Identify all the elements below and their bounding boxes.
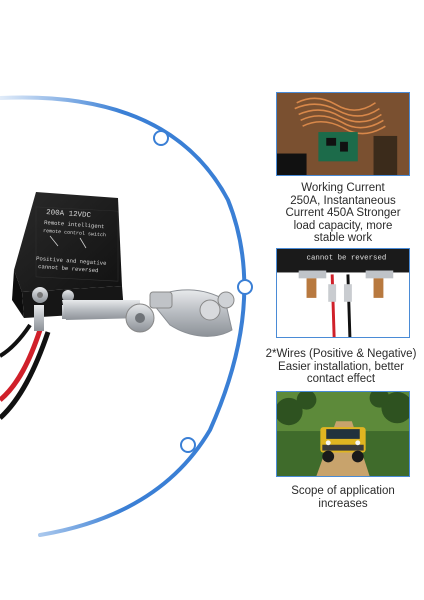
arc-dot-middle [237, 279, 253, 295]
arc-dot-bottom [180, 437, 196, 453]
feature-3-line-1: Scope of application [291, 485, 395, 497]
feature-2-line-1: 2*Wires (Positive & Negative) [265, 348, 417, 360]
terminals-photo-text: cannot be reversed [307, 255, 387, 263]
feature-1-line-5: stable work [313, 232, 373, 244]
feature-1-line-1: Working Current [301, 182, 385, 194]
offroad-vehicle-photo [277, 392, 409, 476]
feature-1-line-4: load capacity, more [293, 219, 393, 232]
feature-photo-relay-coil [276, 92, 410, 176]
relay-label-line2: Remote intelligent [44, 219, 105, 230]
feature-3-line-2: increases [318, 497, 368, 510]
relay-label: 200A 12VDC Remote intelligent remote con… [36, 209, 107, 274]
relay-label-line5: cannot be reversed [38, 263, 99, 274]
feature-photo-terminals: cannot be reversed [276, 248, 410, 338]
feature-caption-1: Working Current 250A, Instantaneous Curr… [272, 182, 414, 245]
feature-2-line-3: contact effect [306, 373, 376, 385]
red-wire [0, 329, 43, 402]
feature-photo-offroad [276, 391, 410, 477]
relay-label-line4: Positive and negative [36, 255, 107, 267]
dual-terminals-photo: cannot be reversed [277, 249, 409, 337]
feature-caption-3: Scope of application increases [272, 485, 414, 510]
feature-1-line-3: Current 450A Stronger [285, 207, 401, 219]
black-wire [0, 331, 51, 420]
feature-2-line-2: Easier installation, better [278, 360, 404, 373]
relay-terminals [32, 287, 74, 331]
relay-coil-closeup-photo [277, 93, 409, 175]
relay-label-line3: remote control switch [43, 228, 106, 238]
feature-caption-2: 2*Wires (Positive & Negative) Easier ins… [258, 348, 424, 386]
feature-1-line-2: 250A, Instantaneous [290, 194, 396, 207]
arc-dot-top [153, 130, 169, 146]
battery-terminal-clamp [62, 289, 235, 337]
relay-label-line1: 200A 12VDC [46, 209, 92, 220]
